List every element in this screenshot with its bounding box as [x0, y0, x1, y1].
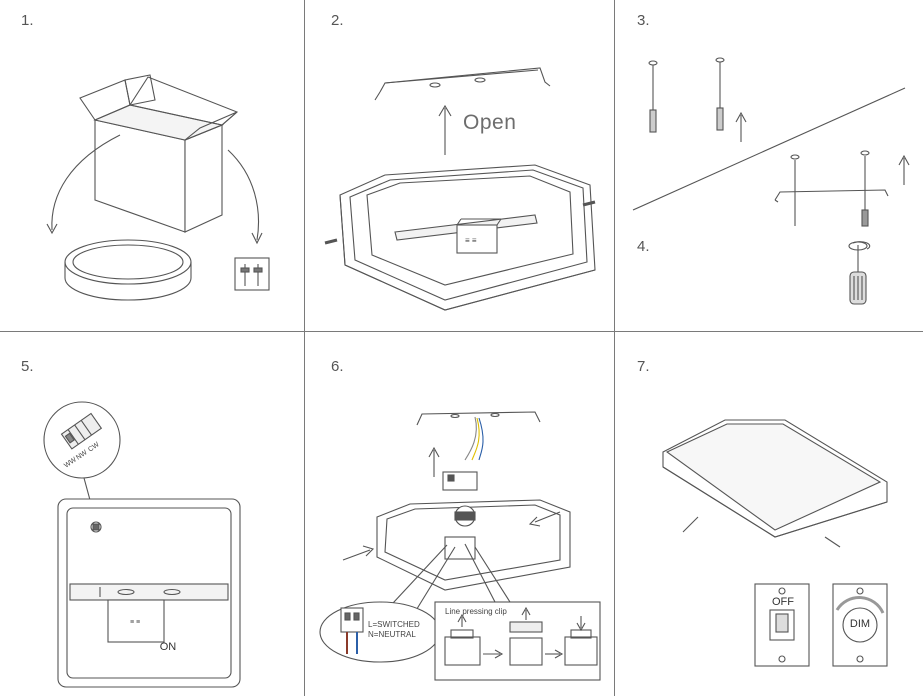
wiring-illustration: L=SWITCHED N=NEUTRAL Line pressing clip	[319, 411, 601, 681]
step-5-number: 5.	[21, 358, 34, 375]
l-switched-label: L=SWITCHED	[368, 620, 420, 629]
cct-switch-illustration: WW NW CW ≡ ≡	[43, 401, 241, 688]
n-neutral-label: N=NEUTRAL	[368, 630, 416, 639]
grid-horizontal	[0, 331, 923, 332]
switch-off-label: OFF	[772, 596, 794, 608]
step-1-panel: 1.	[0, 0, 304, 331]
wall-switch	[754, 583, 810, 667]
unboxing-illustration	[46, 74, 270, 301]
step-2-number: 2.	[331, 12, 344, 29]
step-7-number: 7.	[637, 358, 650, 375]
step-3-4-panel: 3. 4.	[615, 0, 923, 331]
step-5-panel: 5. WW	[0, 332, 304, 696]
open-fixture-illustration: ≡ ≡	[324, 67, 596, 311]
installed-fixture-illustration	[662, 419, 888, 667]
driver-marks: ≡ ≡	[465, 236, 477, 245]
step-4-number: 4.	[637, 238, 650, 255]
step-3-number: 3.	[637, 12, 650, 29]
step-7-panel: 7. OFF ON DIM	[160, 332, 923, 696]
step-2-panel: 2. Open ≡ ≡	[305, 0, 614, 331]
clip-title: Line pressing clip	[445, 607, 507, 616]
grid-vertical-2	[614, 0, 615, 696]
step-6-panel: 6.	[305, 332, 614, 696]
drill-mount-illustration	[632, 57, 910, 305]
step-6-number: 6.	[331, 358, 344, 375]
grid-vertical-1	[304, 0, 305, 696]
open-instruction: Open	[463, 111, 517, 134]
dimmer-switch	[832, 583, 888, 667]
step-1-number: 1.	[21, 12, 34, 29]
driver-marks-5: ≡ ≡	[130, 619, 140, 626]
dimmer-label: DIM	[849, 618, 871, 630]
